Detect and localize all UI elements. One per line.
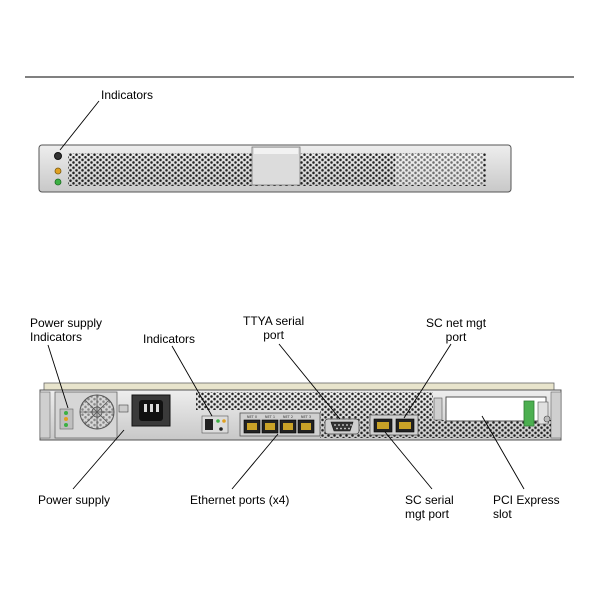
ps-indicators-leader	[47, 344, 69, 409]
pci-express-slot-line1: PCI Express	[493, 493, 560, 507]
rear-right-ear	[550, 391, 562, 439]
pci-express-slot-line2: slot	[493, 507, 512, 521]
rear-panel: NET 0 NET 1 NET 2 NET 3	[39, 343, 562, 490]
ethernet-port-0	[243, 419, 261, 434]
rear-vent	[196, 392, 433, 410]
port-label-2: NET 2	[283, 415, 293, 419]
sc-serial-leader	[384, 431, 433, 490]
front-vent-highlight	[395, 154, 483, 185]
rear-led-2-icon	[222, 419, 226, 423]
ttya-serial-port-line2: port	[263, 328, 284, 342]
power-supply-indicators-line2: Indicators	[30, 330, 83, 344]
rear-indicators-leader	[171, 345, 213, 417]
ps-leader	[72, 429, 125, 490]
sc-net-mgt-port	[395, 418, 415, 433]
sc-serial-mgt-port-label: SC serial mgt port	[405, 493, 454, 521]
ethernet-port-2	[279, 419, 297, 434]
sc-net-mgt-port-line2: port	[445, 330, 467, 344]
rear-left-ear	[39, 391, 51, 439]
ethernet-leader	[231, 433, 279, 490]
pcie-screw-icon	[543, 415, 551, 423]
ethernet-ports-label: Ethernet ports (x4)	[190, 493, 290, 507]
front-indicators-label: Indicators	[101, 88, 154, 102]
front-indicators-leader	[59, 100, 100, 151]
pci-express-slot-label: PCI Express slot	[493, 493, 560, 521]
ps-led-2-icon	[64, 417, 68, 421]
port-label-0: NET 0	[247, 415, 257, 419]
sc-net-leader	[403, 343, 452, 419]
front-green-led-icon	[54, 178, 62, 186]
power-supply-indicators-line1: Power supply	[30, 316, 103, 330]
port-label-3: NET 3	[301, 415, 311, 419]
ps-led-3-icon	[64, 423, 68, 427]
rear-vent-right	[432, 420, 551, 438]
rear-top-rail	[43, 382, 555, 391]
rear-indicators-label: Indicators	[143, 332, 196, 346]
ethernet-port-3	[297, 419, 315, 434]
ttya-leader	[278, 343, 341, 420]
power-supply-label: Power supply	[38, 493, 111, 507]
ttya-serial-port-line1: TTYA serial	[243, 314, 305, 328]
front-panel	[38, 100, 512, 193]
front-center-bezel-top	[254, 148, 298, 154]
front-locator-led-icon	[54, 152, 62, 160]
port-label-1: NET 1	[265, 415, 275, 419]
sc-serial-mgt-port-line2: mgt port	[405, 507, 450, 521]
pcie-latch	[523, 400, 535, 427]
power-supply-indicators-label: Power supply Indicators	[30, 316, 102, 344]
ttya-db9-shell	[330, 421, 354, 432]
pcie-bracket-tab	[433, 397, 443, 421]
sc-serial-mgt-port-line1: SC serial	[405, 493, 454, 507]
sc-serial-mgt-port	[373, 418, 393, 433]
ps-led-1-icon	[64, 411, 68, 415]
rear-led-1-icon	[216, 419, 220, 423]
sc-net-mgt-port-line1: SC net mgt	[426, 316, 487, 330]
ethernet-port-1	[261, 419, 279, 434]
pcie-leader	[481, 415, 525, 490]
rear-led-3-icon	[219, 427, 223, 431]
sc-net-mgt-port-label: SC net mgt port	[426, 316, 486, 344]
ac-switch-icon	[118, 404, 129, 413]
ttya-serial-port-label: TTYA serial port	[243, 314, 304, 342]
front-amber-led-icon	[54, 167, 62, 175]
